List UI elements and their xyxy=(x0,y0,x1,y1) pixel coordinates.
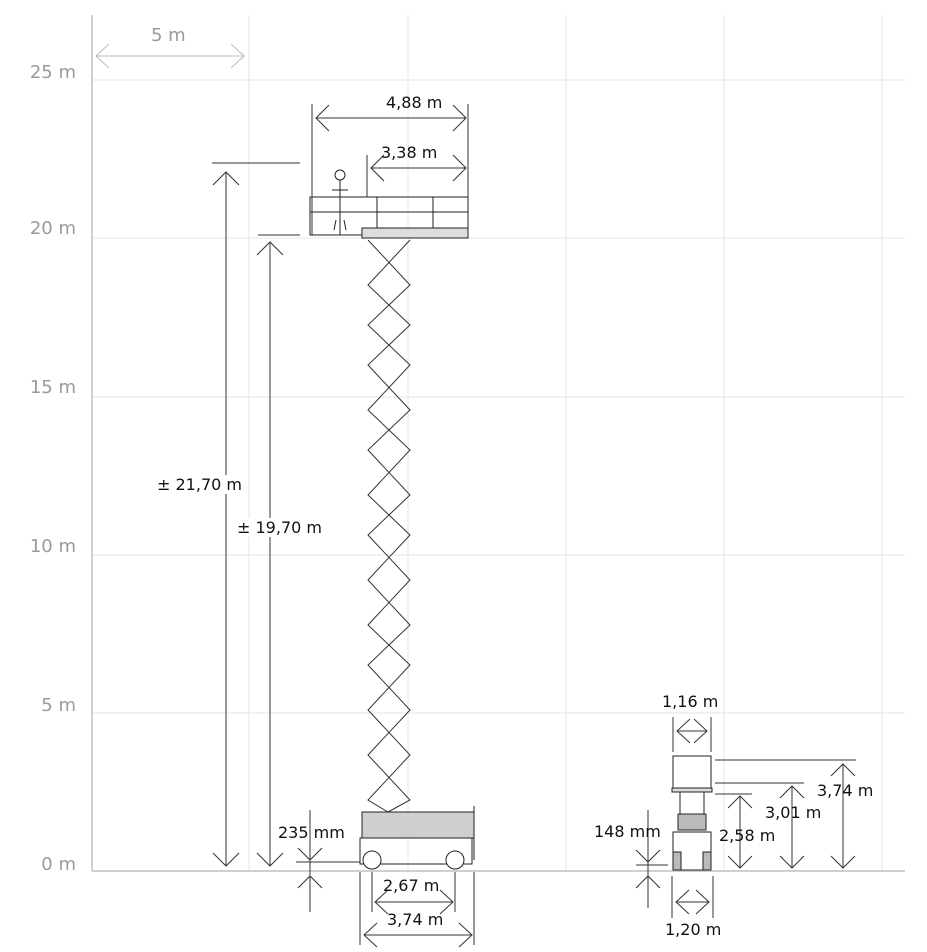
front-view-lift xyxy=(671,755,713,871)
y-axis-label-0m: 0 m xyxy=(41,854,76,875)
stowed-height-platform-label: 2,58 m xyxy=(719,826,776,845)
y-axis-label-25m: 25 m xyxy=(29,62,76,83)
scale-bar-label: 5 m xyxy=(151,25,186,46)
working-height-label: ± 21,70 m xyxy=(157,475,242,494)
stowed-height-rails-up-label: 3,74 m xyxy=(817,781,874,800)
wheelbase-label: 2,67 m xyxy=(383,876,440,895)
scale-bar xyxy=(95,43,245,69)
y-axis-label-5m: 5 m xyxy=(41,695,76,716)
scissor-arms xyxy=(367,239,411,813)
grid xyxy=(92,15,905,871)
overall-length-label: 3,74 m xyxy=(387,910,444,929)
platform-height-label: ± 19,70 m xyxy=(237,518,322,537)
platform-extension-label: 3,38 m xyxy=(381,143,438,162)
ground-clearance-side-label: 235 mm xyxy=(278,823,345,842)
operator-figure xyxy=(332,169,348,231)
y-axis-label-10m: 10 m xyxy=(29,536,76,557)
dimension-lines xyxy=(212,104,856,948)
stowed-height-rails-folded-label: 3,01 m xyxy=(765,803,822,822)
side-view-lift xyxy=(309,169,475,870)
platform-width-label: 1,16 m xyxy=(662,692,719,711)
y-axis-label-20m: 20 m xyxy=(29,218,76,239)
ground-clearance-front-label: 148 mm xyxy=(594,822,661,841)
y-axis-label-15m: 15 m xyxy=(29,377,76,398)
platform-length-total-label: 4,88 m xyxy=(386,93,443,112)
overall-width-label: 1,20 m xyxy=(665,920,722,939)
axes xyxy=(91,15,905,872)
